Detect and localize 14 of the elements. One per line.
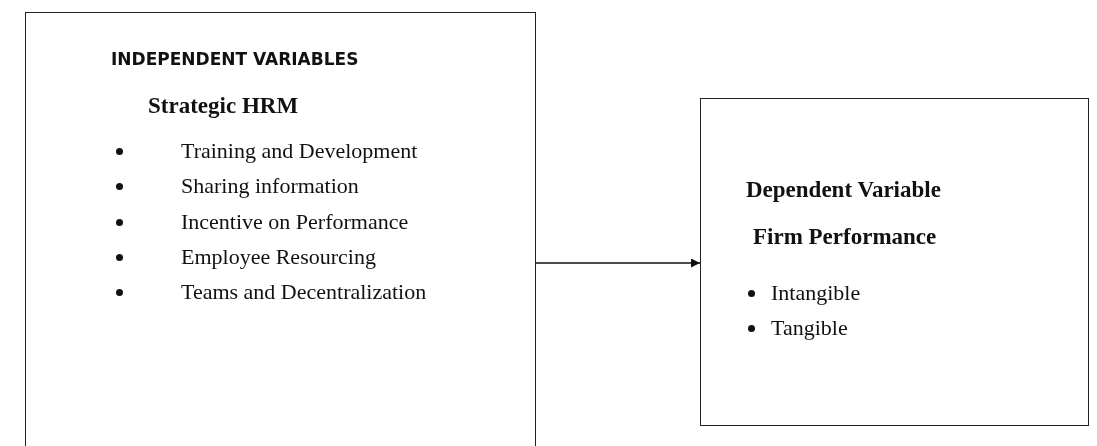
list-item: Tangible (771, 315, 848, 342)
heading: Strategic HRM (148, 93, 299, 119)
list-item: Training and Development (181, 138, 418, 164)
list-item: Employee Resourcing (181, 243, 376, 270)
list-item: Incentive on Performance (181, 208, 409, 235)
variable-box (700, 98, 1089, 426)
list-item: Intangible (771, 280, 861, 306)
heading: INDEPENDENT VARIABLES (111, 49, 359, 69)
list-item: Sharing information (181, 173, 359, 200)
heading: Firm Performance (753, 224, 937, 250)
heading: Dependent Variable (746, 177, 941, 203)
arrow (535, 258, 701, 268)
list-item: Teams and Decentralization (181, 279, 427, 306)
variable-box (25, 12, 536, 446)
